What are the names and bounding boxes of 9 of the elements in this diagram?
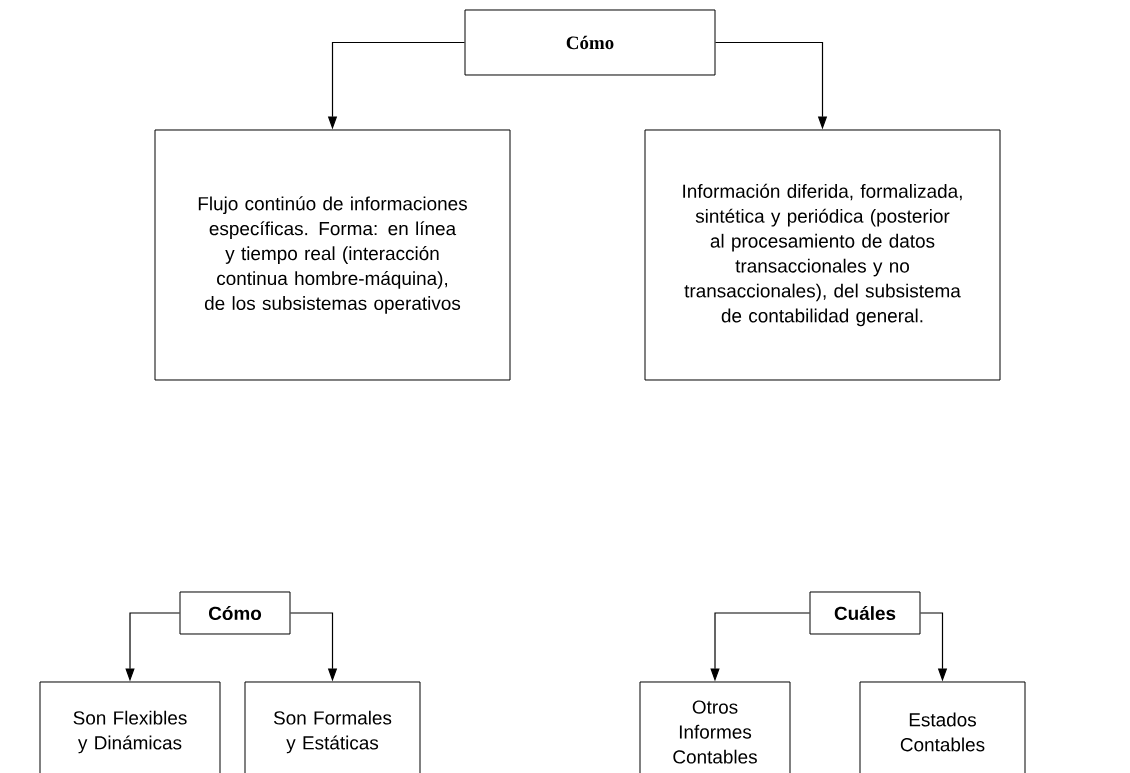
text-box: Son Flexibles y Dinámicas <box>39 681 221 773</box>
heading-box: Cómo <box>464 9 716 76</box>
text-box: Son Formales y Estáticas <box>244 681 421 773</box>
heading-box: Cómo <box>179 591 291 635</box>
text-box: Otros Informes Contables <box>639 681 791 773</box>
text-box: Estados Contables <box>859 681 1026 773</box>
text-box: Flujo continúo de informaciones específicas. Forma: en línea y tiempo real (interacción continua hombre-máquina), de los subsistemas operativos <box>154 129 511 381</box>
text-box: Información diferida, formalizada, sintética y periódica (posterior al procesamiento de datos transaccionales y no transaccionales), del subsistema de contabilidad general. <box>644 129 1001 381</box>
heading-box: Cuáles <box>809 591 921 635</box>
